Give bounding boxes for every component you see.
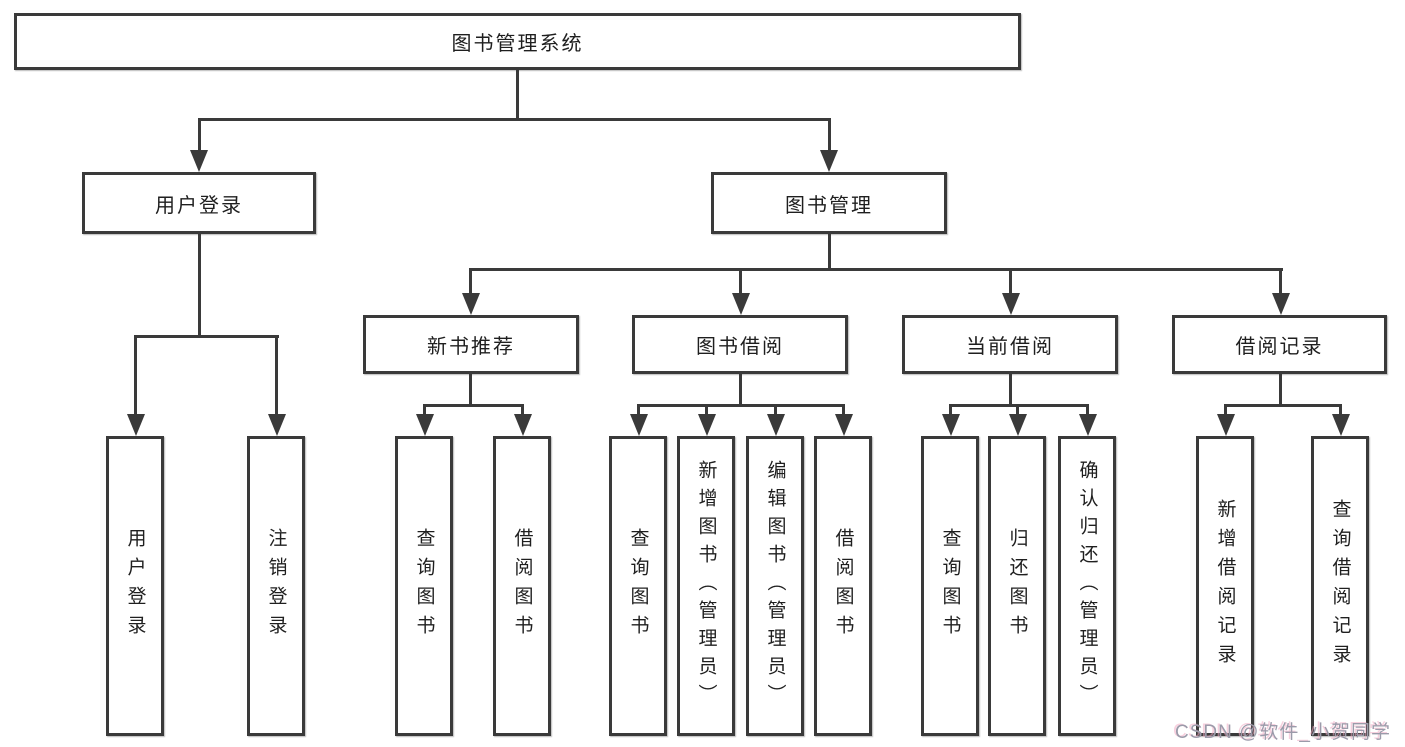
- leaf-add-book-admin: 新增图书（管理员）: [677, 436, 735, 736]
- arrowhead-down-icon: [942, 414, 960, 436]
- arrowhead-down-icon: [732, 293, 750, 315]
- leaf-borrow-book-label: 借阅图书: [832, 528, 854, 644]
- connector-stub: [1224, 404, 1227, 416]
- connector-stub: [774, 404, 777, 416]
- connector-stub: [949, 404, 952, 416]
- connector-stub-leaf-logout: [275, 335, 278, 417]
- node-book-borrowing-label: 图书借阅: [696, 336, 784, 358]
- connector-stub-borrowing-records: [1279, 268, 1282, 298]
- leaf-return-book-label: 归还图书: [1006, 528, 1028, 644]
- connector-stub-current-borrowing: [1009, 268, 1012, 298]
- leaf-confirm-return-admin-label: 确认归还（管理员）: [1076, 460, 1098, 712]
- arrowhead-down-icon: [1009, 414, 1027, 436]
- node-user-login-label: 用户登录: [155, 194, 243, 217]
- leaf-borrow-book: 借阅图书: [814, 436, 872, 736]
- arrowhead-down-icon: [820, 150, 838, 172]
- connector-user-login-branch: [134, 335, 279, 338]
- leaf-add-borrow-record: 新增借阅记录: [1196, 436, 1254, 736]
- connector-stub: [637, 404, 640, 416]
- arrowhead-down-icon: [416, 414, 434, 436]
- arrowhead-down-icon: [767, 414, 785, 436]
- arrowhead-down-icon: [268, 414, 286, 436]
- connector-stub: [1339, 404, 1342, 416]
- arrowhead-down-icon: [190, 150, 208, 172]
- node-borrowing-records-label: 借阅记录: [1235, 336, 1324, 358]
- connector-stub-leaf-user-login: [134, 335, 137, 417]
- leaf-query-book-recommend-label: 查询图书: [413, 528, 435, 644]
- leaf-logout-label: 注销登录: [265, 528, 287, 644]
- connector-current-borrowing-stem: [1009, 374, 1012, 406]
- node-root-label: 图书管理系统: [451, 33, 584, 55]
- leaf-logout: 注销登录: [247, 436, 305, 736]
- connector-stub: [423, 404, 426, 416]
- connector-stub-book-borrowing: [739, 268, 742, 298]
- arrowhead-down-icon: [127, 414, 145, 436]
- connector-user-login-stem: [198, 234, 201, 338]
- arrowhead-down-icon: [462, 293, 480, 315]
- leaf-borrow-book-recommend: 借阅图书: [493, 436, 551, 736]
- leaf-query-book-current: 查询图书: [921, 436, 979, 736]
- node-current-borrowing: 当前借阅: [902, 315, 1118, 374]
- leaf-user-login: 用户登录: [106, 436, 164, 736]
- arrowhead-down-icon: [1217, 414, 1235, 436]
- watermark-text: CSDN @软件_小贺同学: [1175, 722, 1391, 743]
- node-new-book-recommendation: 新书推荐: [363, 315, 579, 374]
- connector-stub: [1086, 404, 1089, 416]
- arrowhead-down-icon: [1332, 414, 1350, 436]
- node-book-management-label: 图书管理: [785, 194, 873, 217]
- connector-book-management-stem: [828, 234, 831, 271]
- arrowhead-down-icon: [1272, 293, 1290, 315]
- arrowhead-down-icon: [698, 414, 716, 436]
- connector-stub-book-management: [828, 118, 831, 154]
- arrowhead-down-icon: [514, 414, 532, 436]
- node-book-borrowing: 图书借阅: [632, 315, 848, 374]
- node-new-book-recommendation-label: 新书推荐: [427, 336, 515, 358]
- connector-root-stem: [516, 70, 519, 120]
- arrowhead-down-icon: [1002, 293, 1020, 315]
- connector-book-borrowing-branch: [637, 404, 845, 407]
- leaf-query-book-borrowing-label: 查询图书: [627, 528, 649, 644]
- leaf-add-book-admin-label: 新增图书（管理员）: [695, 460, 717, 712]
- connector-borrowing-records-branch: [1224, 404, 1342, 407]
- leaf-query-book-current-label: 查询图书: [939, 528, 961, 644]
- connector-new-book-branch: [423, 404, 524, 407]
- arrowhead-down-icon: [630, 414, 648, 436]
- node-borrowing-records: 借阅记录: [1172, 315, 1387, 374]
- connector-stub-user-login: [198, 118, 201, 154]
- connector-book-management-branch: [469, 268, 1283, 271]
- leaf-query-book-recommend: 查询图书: [395, 436, 453, 736]
- leaf-confirm-return-admin: 确认归还（管理员）: [1058, 436, 1116, 736]
- connector-book-borrowing-stem: [739, 374, 742, 406]
- node-current-borrowing-label: 当前借阅: [966, 336, 1054, 358]
- connector-stub-new-book: [469, 268, 472, 298]
- leaf-add-borrow-record-label: 新增借阅记录: [1214, 499, 1236, 673]
- leaf-return-book: 归还图书: [988, 436, 1046, 736]
- node-book-management: 图书管理: [711, 172, 947, 234]
- leaf-query-borrow-record-label: 查询借阅记录: [1329, 499, 1351, 673]
- connector-root-branch: [198, 118, 831, 121]
- node-root: 图书管理系统: [14, 13, 1021, 70]
- arrowhead-down-icon: [835, 414, 853, 436]
- connector-stub: [842, 404, 845, 416]
- leaf-query-borrow-record: 查询借阅记录: [1311, 436, 1369, 736]
- arrowhead-down-icon: [1079, 414, 1097, 436]
- connector-stub: [521, 404, 524, 416]
- connector-new-book-stem: [469, 374, 472, 406]
- leaf-borrow-book-recommend-label: 借阅图书: [511, 528, 533, 644]
- connector-stub: [705, 404, 708, 416]
- node-user-login: 用户登录: [82, 172, 316, 234]
- connector-current-borrowing-branch: [949, 404, 1089, 407]
- leaf-edit-book-admin-label: 编辑图书（管理员）: [764, 460, 786, 712]
- leaf-query-book-borrowing: 查询图书: [609, 436, 667, 736]
- leaf-edit-book-admin: 编辑图书（管理员）: [746, 436, 804, 736]
- connector-stub: [1016, 404, 1019, 416]
- connector-borrowing-records-stem: [1279, 374, 1282, 406]
- leaf-user-login-label: 用户登录: [124, 528, 146, 644]
